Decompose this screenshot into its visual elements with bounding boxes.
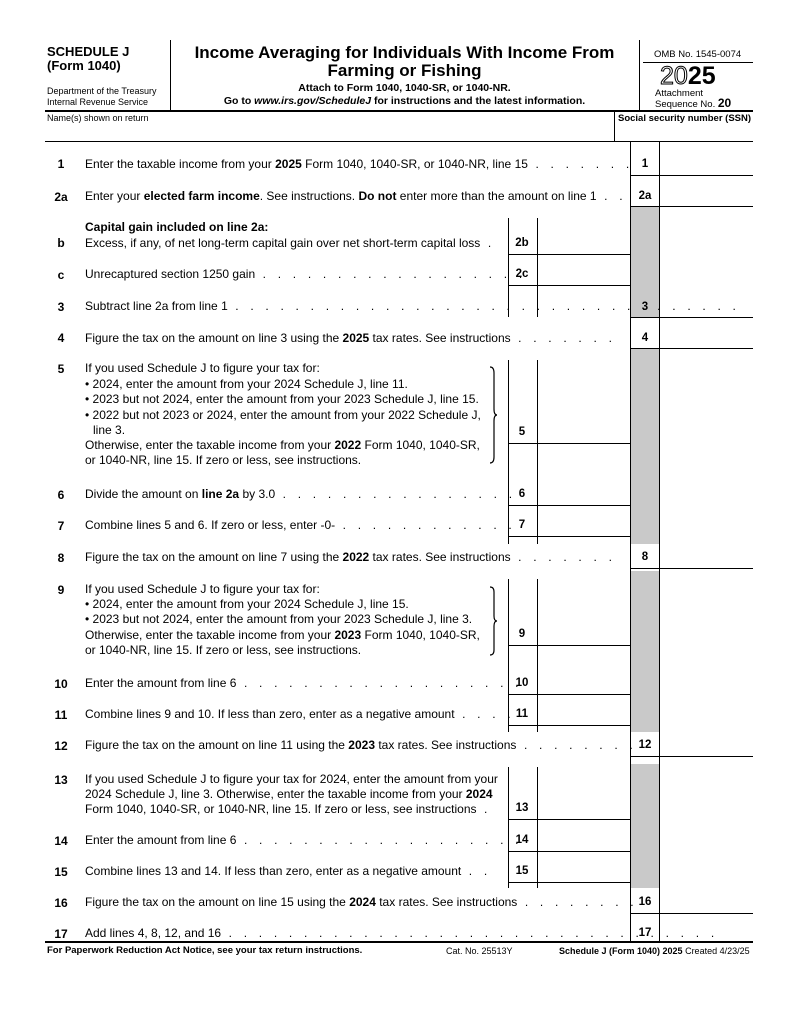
sequence-label: Sequence No. 20 (655, 96, 732, 110)
line-1-input[interactable] (661, 158, 755, 176)
line-8-text: Figure the tax on the amount on line 7 u… (85, 550, 617, 564)
line-7-text: Combine lines 5 and 6. If zero or less, … (85, 518, 516, 532)
line-16-input[interactable] (661, 896, 755, 914)
goto-instruction: Go to www.irs.gov/ScheduleJ for instruct… (223, 95, 586, 107)
line-17-text: Add lines 4, 8, 12, and 16 . . . . . . .… (85, 926, 719, 940)
line-3-text: Subtract line 2a from line 1 . . . . . .… (85, 299, 741, 313)
line-6-input[interactable] (539, 488, 632, 506)
line-16-text: Figure the tax on the amount on line 15 … (85, 895, 638, 909)
line-2-capital-gain-heading: Capital gain included on line 2a: (85, 220, 269, 234)
name-label: Name(s) shown on return (47, 113, 149, 123)
line-9-input[interactable] (539, 628, 632, 646)
line-3-input[interactable] (661, 300, 755, 318)
line-4-text: Figure the tax on the amount on line 3 u… (85, 331, 617, 345)
line-1-text: Enter the taxable income from your 2025 … (85, 157, 634, 171)
line-2a-input[interactable] (661, 189, 755, 207)
line-2b-input[interactable] (539, 237, 632, 255)
dept-treasury: Department of the Treasury (47, 86, 157, 96)
line-15-input[interactable] (539, 865, 632, 883)
form-label: (Form 1040) (47, 58, 121, 73)
line-14-text: Enter the amount from line 6 . . . . . .… (85, 833, 523, 847)
line-11-text: Combine lines 9 and 10. If less than zer… (85, 707, 515, 721)
form-title-line1: Income Averaging for Individuals With In… (194, 43, 615, 62)
attachment-label: Attachment (655, 88, 704, 99)
form-identifier: Schedule J (Form 1040) 2025 Created 4/23… (559, 946, 750, 956)
brace-icon (489, 586, 498, 656)
line-4-input[interactable] (661, 331, 755, 349)
brace-icon (489, 366, 498, 464)
name-input[interactable] (47, 124, 611, 142)
line-12-input[interactable] (661, 739, 755, 757)
schedule-label: SCHEDULE J (47, 44, 130, 59)
line-2c-input[interactable] (539, 268, 632, 286)
catalog-number: Cat. No. 25513Y (446, 946, 513, 956)
line-6-text: Divide the amount on line 2a by 3.0 . . … (85, 487, 517, 501)
dept-irs: Internal Revenue Service (47, 97, 149, 107)
paperwork-notice: For Paperwork Reduction Act Notice, see … (47, 945, 363, 956)
line-7-input[interactable] (539, 519, 632, 537)
line-12-text: Figure the tax on the amount on line 11 … (85, 738, 637, 752)
ssn-label: Social security number (SSN) (618, 113, 752, 124)
omb-number: OMB No. 1545-0074 (654, 49, 742, 60)
instructions-link[interactable]: www.irs.gov/ScheduleJ (254, 95, 372, 107)
form-title-line2: Farming or Fishing (327, 61, 482, 80)
line-17-input[interactable] (661, 925, 755, 943)
line-2a-text: Enter your elected farm income. See inst… (85, 189, 627, 203)
line-5-input[interactable] (539, 426, 632, 444)
line-14-input[interactable] (539, 834, 632, 852)
line-2b-text: Excess, if any, of net long-term capital… (85, 236, 496, 250)
line-13-input[interactable] (539, 802, 632, 820)
line-2c-text: Unrecaptured section 1250 gain . . . . .… (85, 267, 527, 281)
ssn-input[interactable] (618, 124, 754, 142)
line-15-text: Combine lines 13 and 14. If less than ze… (85, 864, 492, 878)
tax-year: 2025 (660, 62, 716, 91)
line-8-input[interactable] (661, 551, 755, 569)
attach-instruction: Attach to Form 1040, 1040-SR, or 1040-NR… (298, 82, 511, 94)
line-11-input[interactable] (539, 708, 632, 726)
line-10-text: Enter the amount from line 6 . . . . . .… (85, 676, 523, 690)
line-10-input[interactable] (539, 677, 632, 695)
